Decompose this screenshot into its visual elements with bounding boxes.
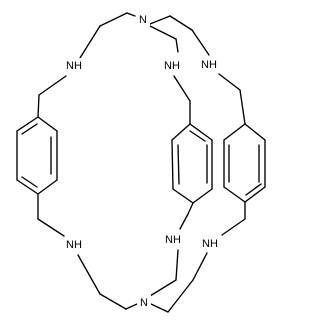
bond <box>239 89 246 125</box>
bond <box>16 179 39 195</box>
bond <box>125 303 138 310</box>
atom-n-top: N <box>136 12 150 28</box>
atom-label: NH <box>201 59 217 71</box>
bond <box>218 73 241 91</box>
bond <box>38 75 67 96</box>
bond <box>169 15 193 31</box>
bond <box>149 15 171 25</box>
bond <box>99 12 128 27</box>
bond <box>177 144 180 185</box>
atom-label: NH <box>66 60 82 72</box>
bond <box>37 94 40 118</box>
atom-label: NH <box>202 238 218 250</box>
bond <box>175 38 179 53</box>
bond <box>171 139 174 190</box>
bond <box>245 183 262 196</box>
bond <box>21 176 38 188</box>
bond <box>16 116 39 132</box>
bond <box>192 188 213 204</box>
atom-label: NH <box>164 60 180 72</box>
bond <box>179 213 189 230</box>
bond <box>149 279 177 297</box>
atom-label: N <box>139 14 147 26</box>
bond <box>223 186 246 203</box>
atom-label: NH <box>66 239 82 251</box>
bond <box>37 218 65 237</box>
bond <box>221 218 246 236</box>
bond <box>244 186 266 203</box>
atom-label: NH <box>165 234 181 246</box>
bond <box>244 123 266 141</box>
bond <box>37 116 58 132</box>
bond <box>189 123 213 141</box>
bond <box>37 179 58 195</box>
bond <box>173 75 191 102</box>
bond <box>192 252 208 281</box>
atom-nh-bottom-mid: NH <box>163 232 183 248</box>
atom-nh-bottom-right: NH <box>200 236 220 252</box>
atom-label: N <box>140 297 148 309</box>
bond <box>189 130 206 142</box>
bond <box>77 254 101 295</box>
bond <box>167 279 194 313</box>
bond <box>187 202 194 215</box>
cryptand-structure-diagram: N NH NH NH NH NH NH N <box>16 12 266 313</box>
bond <box>126 12 136 17</box>
bond <box>175 249 179 281</box>
atom-nh-bottom-left: NH <box>64 237 84 253</box>
bond <box>172 188 194 204</box>
atom-n-bottom: N <box>137 295 151 311</box>
bond-lines <box>16 12 266 313</box>
bond <box>79 25 101 59</box>
bond <box>223 123 246 141</box>
bond <box>99 293 127 310</box>
bond <box>150 303 169 313</box>
bond <box>21 123 38 135</box>
bond <box>149 25 177 40</box>
atom-nh-top-left: NH <box>64 58 84 74</box>
atom-labels: N NH NH NH NH NH NH N <box>64 12 220 311</box>
atom-nh-top-right: NH <box>199 57 219 73</box>
atom-nh-top-mid: NH <box>162 58 182 74</box>
bond <box>171 123 191 141</box>
bond <box>191 29 210 56</box>
